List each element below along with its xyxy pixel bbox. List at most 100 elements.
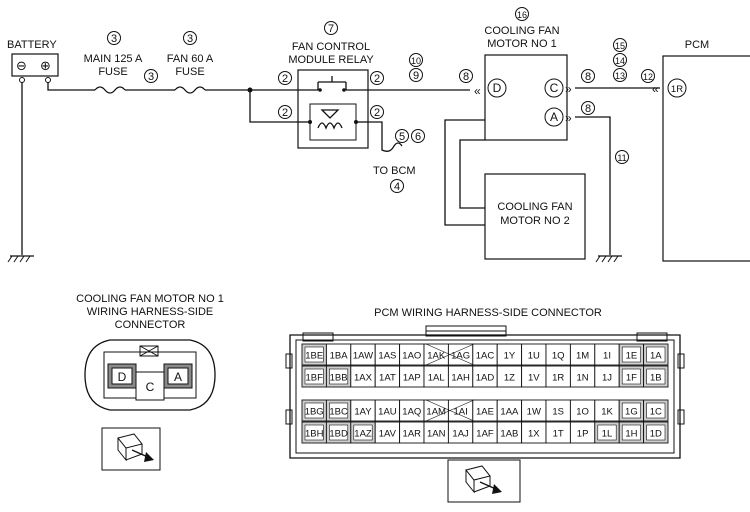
pcm-pin-label: 1BA (330, 351, 349, 362)
pcm-pin-label: 1Z (504, 373, 515, 384)
pcm-pin-label: 1E (626, 351, 638, 362)
ref-5: 5 (399, 131, 405, 143)
pcm-pin-label: 1AZ (354, 429, 372, 440)
pcm-pin-label: 1BH (305, 429, 324, 440)
pcm-pin-label: 1L (602, 429, 613, 440)
pcm-pin-label: 1BB (330, 373, 348, 384)
pcm-pin-label: 1AM (426, 407, 446, 418)
pcm-conn-title: PCM WIRING HARNESS-SIDE CONNECTOR (374, 307, 602, 319)
pcm-pin-label: 1A (650, 351, 662, 362)
pcm-key-mark (425, 399, 475, 422)
pcm-pin-cell-inner (597, 424, 617, 441)
connector-chevron-icon: « (652, 82, 659, 96)
pcm-pin-label: 1AJ (452, 429, 469, 440)
ref-12: 12 (643, 72, 653, 82)
motor-conn-title-2: WIRING HARNESS-SIDE (87, 306, 214, 318)
pcm-key-mark (425, 343, 475, 366)
terminal-c: C (550, 81, 559, 95)
pcm-pin-cell-inner (646, 402, 666, 419)
ref-8-c: 8 (585, 71, 591, 83)
motor2-label-2: MOTOR NO 2 (500, 215, 569, 227)
pcm-pin-label: 1BC (329, 407, 348, 418)
pcm-pin-label: 1AV (379, 429, 397, 440)
connector-chevron-icon: « (474, 84, 481, 98)
ref-13: 13 (615, 71, 625, 81)
ref-8-a: 8 (585, 103, 591, 115)
main-fuse-label-1: MAIN 125 A (84, 53, 143, 65)
pcm-pin-label: 1M (576, 351, 589, 362)
pcm-pin-label: 1G (625, 407, 638, 418)
pcm-pin-label: 1J (602, 373, 612, 384)
motor1-label-1: COOLING FAN (484, 25, 559, 37)
pcm-pin-label: 1AY (354, 407, 372, 418)
pcm-pin-label: 1AA (500, 407, 519, 418)
ref-11: 11 (617, 153, 626, 163)
main-fuse-label-2: FUSE (98, 66, 127, 78)
motor-conn-title-1: COOLING FAN MOTOR NO 1 (76, 293, 224, 305)
motor2-label-1: COOLING FAN (497, 201, 572, 213)
pcm-pin-label: 1AE (476, 407, 494, 418)
pcm-pin-cell-inner (353, 424, 373, 441)
ref-10: 10 (411, 56, 421, 66)
cooling-fan-motor-2: COOLING FAN MOTOR NO 2 (484, 173, 586, 260)
pcm: PCM « 1R (652, 39, 750, 262)
pcm-pin-label: 1S (552, 407, 564, 418)
ref-4: 4 (394, 181, 400, 193)
pcm-pin-cell-inner (621, 402, 641, 419)
pcm-pin-label: 1AT (379, 373, 396, 384)
pcm-pin-label: 1AN (427, 429, 446, 440)
motor1-connector-view: COOLING FAN MOTOR NO 1 WIRING HARNESS-SI… (76, 293, 224, 471)
pcm-pin-cell-inner (646, 368, 666, 385)
pcm-pin-label: 1AC (476, 351, 495, 362)
motor-pin-d: D (118, 370, 127, 384)
motor-conn-title-3: CONNECTOR (115, 319, 186, 331)
motor-pin-a: A (174, 370, 182, 384)
connector-plug-icon (101, 427, 161, 471)
connector-plug-icon (447, 459, 521, 503)
pcm-pin-label: 1X (528, 429, 540, 440)
pcm-pin-cell-inner (304, 402, 324, 419)
pcm-pin-label: 1P (577, 429, 589, 440)
ref-15: 15 (615, 41, 625, 51)
pcm-pin-cell-inner (621, 346, 641, 363)
ground-icon (7, 255, 34, 263)
battery: BATTERY ⊖ ⊕ (7, 39, 95, 263)
pcm-pin-label: 1B (650, 373, 662, 384)
pcm-pin-label: 1AO (402, 351, 421, 362)
ref-8-d: 8 (463, 71, 469, 83)
pcm-pin-label: 1T (553, 429, 564, 440)
pcm-pin-label: 1AR (403, 429, 422, 440)
fan-fuse: 3 FAN 60 A FUSE (167, 31, 214, 94)
motor1-label-2: MOTOR NO 1 (487, 38, 556, 50)
ref-9: 9 (413, 70, 419, 82)
pcm-pin-label: 1R (552, 373, 564, 384)
fan-fuse-label-1: FAN 60 A (167, 53, 214, 65)
relay-label-2: MODULE RELAY (288, 54, 374, 66)
pcm-pin-label: 1O (576, 407, 589, 418)
connector-chevron-icon: » (565, 111, 572, 125)
pcm-pin-label: 1AF (476, 429, 494, 440)
pcm-pin-label: 1AB (500, 429, 518, 440)
ref-3-between: 3 (148, 71, 154, 83)
ref-2-out-top: 2 (374, 73, 380, 85)
ref-16: 16 (517, 10, 527, 20)
ref-3-fan: 3 (187, 33, 193, 45)
ground-icon (595, 255, 622, 263)
pcm-pin-label: 1W (527, 407, 541, 418)
pcm-pin-label: 1BF (305, 373, 323, 384)
pcm-pin-label: 1V (528, 373, 540, 384)
terminal-d: D (493, 81, 502, 95)
pcm-pin-cell-inner (621, 368, 641, 385)
battery-body (11, 53, 59, 77)
pcm-pin-label: 1AG (451, 351, 470, 362)
fan-control-relay: 7 FAN CONTROL MODULE RELAY 2 2 2 2 (278, 21, 384, 149)
pcm-pin-label: 1D (650, 429, 662, 440)
pcm-pin-label: 1K (601, 407, 613, 418)
fan-fuse-label-2: FUSE (175, 66, 204, 78)
pcm-pin-label: 1Q (552, 351, 565, 362)
ref-6: 6 (415, 131, 421, 143)
pcm-pin-cell-inner (646, 346, 666, 363)
